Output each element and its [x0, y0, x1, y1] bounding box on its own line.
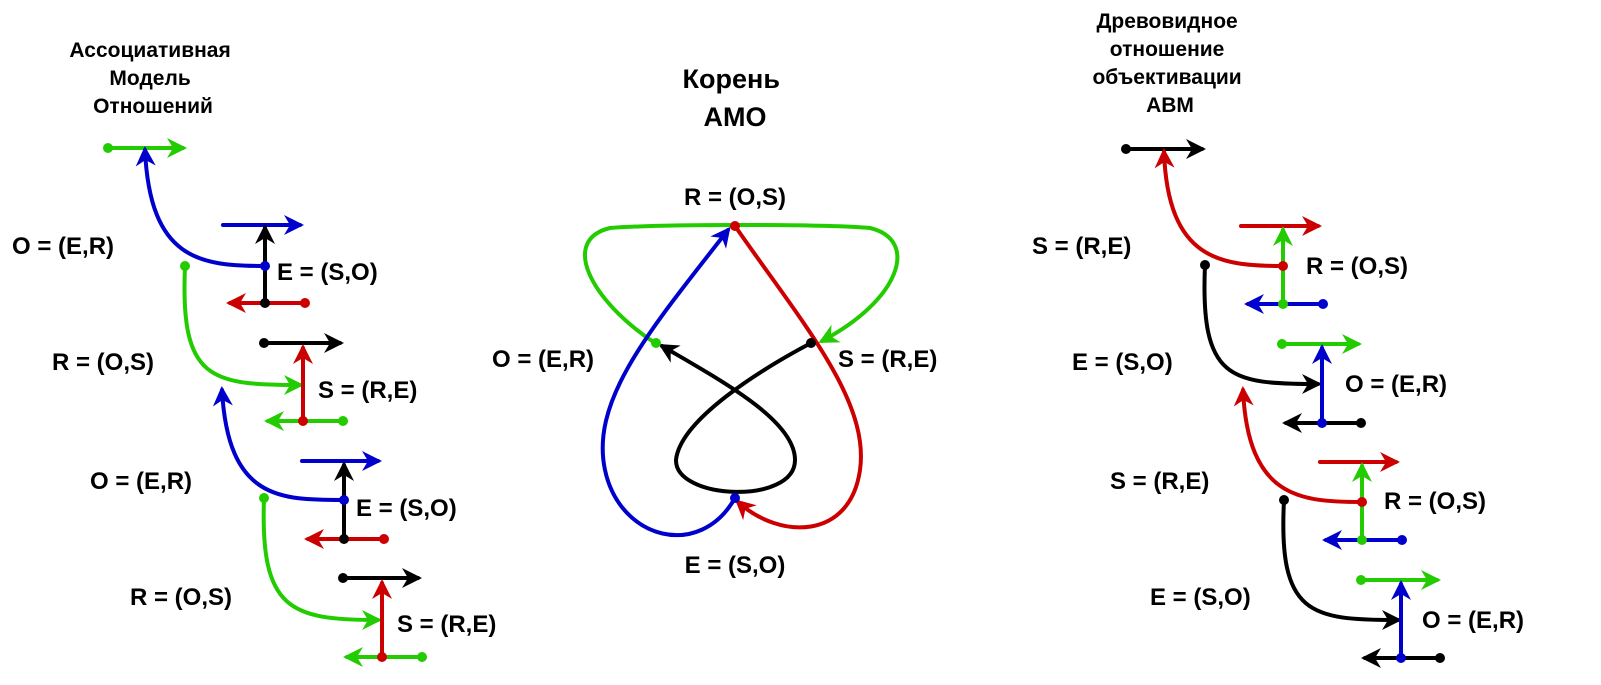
green-node: [1356, 575, 1366, 585]
black-node: [259, 338, 269, 348]
label-e-so: E = (S,O): [1150, 584, 1251, 611]
black-node: [1356, 418, 1366, 428]
black-node: [1200, 260, 1210, 270]
label-r-os: R = (O,S): [1384, 488, 1486, 515]
blue-curve: [212, 386, 346, 502]
label-s-re: S = (R,E): [318, 377, 417, 404]
black-node: [339, 534, 349, 544]
label-s-re: S = (R,E): [1110, 468, 1209, 495]
label-s-re: S = (R,E): [838, 346, 937, 373]
left-panel: Ассоциативная Модель Отношений O = (E,R)…: [12, 39, 496, 667]
green-node: [1277, 339, 1287, 349]
label-r-os: R = (O,S): [52, 349, 154, 376]
middle-panel: Корень АМО R = (O,S) O = (E,R) S = (R,E)…: [492, 64, 937, 579]
label-r-os: R = (O,S): [130, 584, 232, 611]
green-node: [180, 261, 190, 271]
blue-node: [730, 493, 740, 503]
red-node: [377, 652, 387, 662]
green-node: [338, 416, 348, 426]
green-node: [1357, 535, 1367, 545]
blue-node: [1317, 418, 1327, 428]
green-curve: [182, 264, 304, 395]
label-e-so: E = (S,O): [1072, 349, 1173, 376]
label-s-re: S = (R,E): [1032, 233, 1131, 260]
black-curve: [1202, 263, 1322, 394]
green-node: [1278, 299, 1288, 309]
black-curve: [1281, 498, 1402, 630]
right-title-line-3: объективации: [1092, 66, 1241, 89]
green-node: [651, 338, 661, 348]
green-node: [103, 143, 113, 153]
green-node: [417, 652, 427, 662]
right-title-line-2: отношение: [1110, 38, 1225, 61]
red-node: [300, 298, 310, 308]
green-loop: [583, 223, 900, 345]
left-title-line-1: Ассоциативная: [69, 39, 230, 62]
blue-curve: [135, 146, 267, 268]
red-node: [1278, 261, 1288, 271]
left-title-line-3: Отношений: [93, 95, 213, 118]
black-node: [1435, 653, 1445, 663]
red-node: [379, 534, 389, 544]
blue-node: [339, 495, 349, 505]
label-o-er: O = (E,R): [492, 346, 594, 373]
right-title: Древовидное отношение объективации АВМ: [1092, 10, 1247, 117]
red-curve: [1233, 386, 1364, 504]
green-node: [259, 493, 269, 503]
label-o-er: O = (E,R): [1422, 607, 1524, 634]
red-node: [298, 416, 308, 426]
black-node: [806, 338, 816, 348]
label-o-er: O = (E,R): [12, 233, 114, 260]
black-node: [1121, 144, 1131, 154]
blue-node: [1397, 535, 1407, 545]
red-curve: [733, 224, 863, 530]
label-o-er: O = (E,R): [90, 468, 192, 495]
label-e-so: E = (S,O): [685, 552, 786, 579]
red-node: [730, 221, 740, 231]
label-r-os: R = (O,S): [1306, 253, 1408, 280]
blue-node: [1318, 299, 1328, 309]
red-curve: [1154, 148, 1285, 268]
blue-curve: [600, 226, 737, 537]
left-title-line-2: Модель: [109, 67, 190, 90]
right-title-line-4: АВМ: [1146, 94, 1194, 117]
right-panel: Древовидное отношение объективации АВМ S…: [1032, 10, 1524, 668]
label-s-re: S = (R,E): [397, 611, 496, 638]
red-node: [1357, 497, 1367, 507]
right-title-line-1: Древовидное: [1096, 10, 1237, 33]
blue-node: [1396, 653, 1406, 663]
black-loop: [658, 341, 813, 494]
middle-title-line-1: Корень: [683, 64, 780, 94]
green-curve: [261, 496, 382, 630]
middle-title-line-2: АМО: [704, 102, 767, 132]
label-r-os: R = (O,S): [684, 184, 786, 211]
blue-node: [260, 261, 270, 271]
black-node: [260, 298, 270, 308]
middle-title: Корень АМО: [683, 64, 788, 132]
left-title: Ассоциативная Модель Отношений: [69, 39, 236, 118]
label-o-er: O = (E,R): [1345, 371, 1447, 398]
label-e-so: E = (S,O): [277, 259, 378, 286]
black-node: [1279, 495, 1289, 505]
black-node: [338, 573, 348, 583]
label-e-so: E = (S,O): [356, 495, 457, 522]
